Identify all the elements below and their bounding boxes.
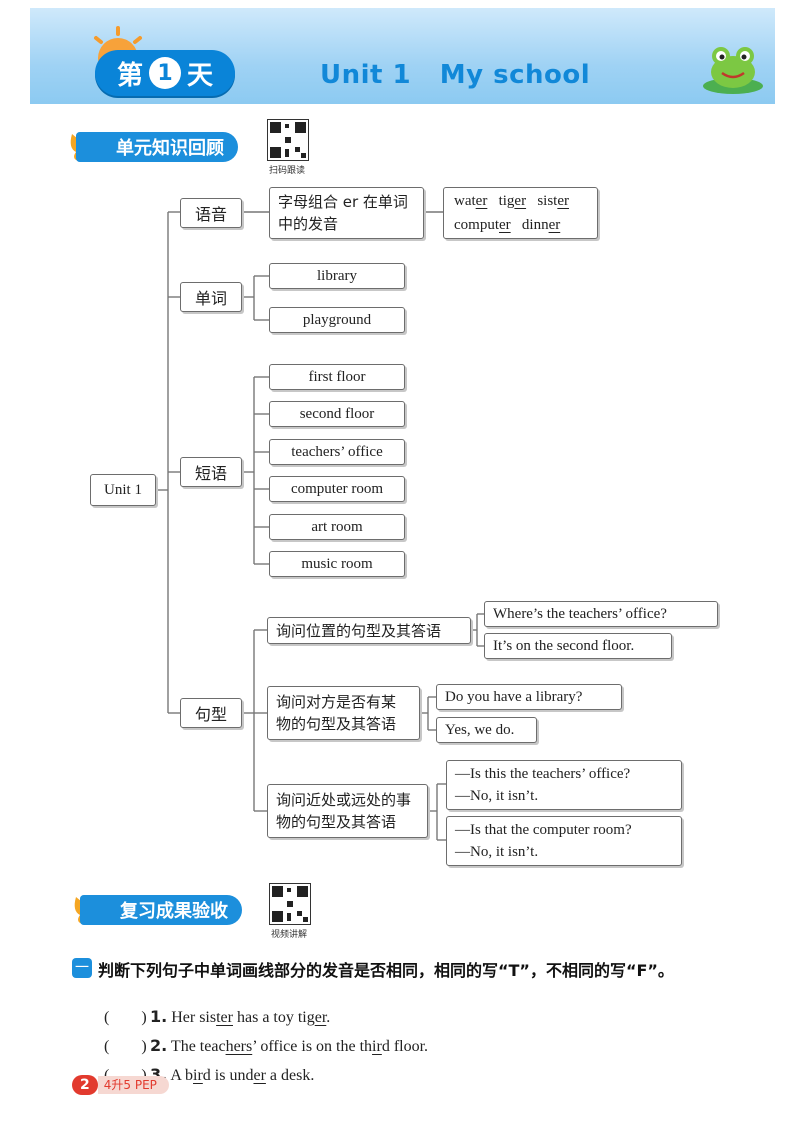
sentence-desc-this-that-line2: 物的句型及其答语 xyxy=(276,813,397,831)
pronunciation-desc: 字母组合 er 在单词 中的发音 xyxy=(269,187,424,239)
category-phrases-label: 短语 xyxy=(194,464,227,483)
sentence-desc-this-that: 询问近处或远处的事 物的句型及其答语 xyxy=(267,784,428,838)
sentence-box: Do you have a library? xyxy=(436,684,622,710)
sentence-do-you-have: Do you have a library? xyxy=(445,688,583,705)
question-3: ( )3. A bird is under a desk. xyxy=(96,1043,314,1085)
page-title: Unit 1 My school xyxy=(320,60,591,90)
phrase-second-floor: second floor xyxy=(299,405,375,422)
category-pronunciation: 语音 xyxy=(180,198,242,228)
sentence-where-office: Where’s the teachers’ office? xyxy=(493,605,667,622)
section-review-header: 单元知识回顾 xyxy=(76,132,238,162)
page-number: 2 xyxy=(72,1075,98,1095)
phrase-box: teachers’ office xyxy=(269,439,405,465)
pronunciation-examples: water tiger sister computer dinner xyxy=(443,187,598,239)
question-1: ( )1. Her sister has a toy tiger. xyxy=(96,985,330,1027)
sentence-desc-this-that-line1: 询问近处或远处的事 xyxy=(276,791,412,809)
qr-caption-video: 视频讲解 xyxy=(270,930,307,940)
day-number: 1 xyxy=(149,57,181,89)
category-words-label: 单词 xyxy=(194,289,227,308)
frog-icon xyxy=(703,47,763,94)
exercise-number-badge: 一 xyxy=(72,958,92,978)
phrase-art-room: art room xyxy=(311,518,363,535)
category-sentences: 句型 xyxy=(180,698,242,728)
pronunciation-examples-row1: water tiger sister xyxy=(454,193,569,209)
sentence-desc-possession-line2: 物的句型及其答语 xyxy=(276,715,397,733)
page-footer: 2 4升5 PEP xyxy=(72,1075,169,1095)
mindmap-root: Unit 1 xyxy=(90,474,156,506)
sentence-box: —Is this the teachers’ office? —No, it i… xyxy=(446,760,682,810)
phrase-box: music room xyxy=(269,551,405,577)
phrase-computer-room: computer room xyxy=(290,480,384,497)
sentence-box: —Is that the computer room? —No, it isn’… xyxy=(446,816,682,866)
pronunciation-desc-line1: 字母组合 er 在单词 xyxy=(278,193,408,211)
phrase-box: art room xyxy=(269,514,405,540)
answer-blank[interactable]: ( ) xyxy=(104,1061,150,1085)
phrase-box: first floor xyxy=(269,364,405,390)
section-review-title: 单元知识回顾 xyxy=(116,138,224,159)
word-box: library xyxy=(269,263,405,289)
sentence-yes-we-do: Yes, we do. xyxy=(445,721,515,738)
phrase-box: second floor xyxy=(269,401,405,427)
answer-blank[interactable]: ( ) xyxy=(104,1038,147,1055)
footer-label: 4升5 PEP xyxy=(97,1076,169,1094)
word-box: playground xyxy=(269,307,405,333)
day-prefix: 第 xyxy=(116,60,143,91)
day-badge: 第 1 天 xyxy=(95,50,235,96)
sentence-no-it-isnt: —No, it isn’t. xyxy=(455,788,539,804)
word-library: library xyxy=(317,267,357,284)
sentence-desc-location: 询问位置的句型及其答语 xyxy=(267,617,471,644)
sentence-box: It’s on the second floor. xyxy=(484,633,672,659)
pronunciation-desc-line2: 中的发音 xyxy=(278,215,339,233)
phrase-box: computer room xyxy=(269,476,405,502)
sentence-box: Yes, we do. xyxy=(436,717,537,743)
category-phrases: 短语 xyxy=(180,457,242,487)
pronunciation-examples-row2: computer dinner xyxy=(454,217,561,233)
sentence-is-that-computer-room: —Is that the computer room? xyxy=(455,822,632,838)
sentence-box: Where’s the teachers’ office? xyxy=(484,601,718,627)
day-suffix: 天 xyxy=(187,60,214,91)
sentence-no-it-isnt: —No, it isn’t. xyxy=(455,844,539,860)
phrase-teachers-office: teachers’ office xyxy=(291,443,383,460)
section-check-title: 复习成果验收 xyxy=(120,901,228,922)
exercise-instruction: 判断下列句子中单词画线部分的发音是否相同，相同的写“T”，不相同的写“F”。 xyxy=(98,961,674,980)
qr-code-icon[interactable] xyxy=(269,883,311,925)
root-label: Unit 1 xyxy=(104,481,142,498)
phrase-music-room: music room xyxy=(301,555,373,572)
word-playground: playground xyxy=(302,311,372,328)
qr-caption-follow-read: 扫码跟读 xyxy=(268,166,305,176)
sentence-second-floor: It’s on the second floor. xyxy=(493,637,635,654)
section-check-header: 复习成果验收 xyxy=(80,895,242,925)
phrase-first-floor: first floor xyxy=(308,368,366,385)
answer-blank[interactable]: ( ) xyxy=(104,1009,147,1026)
category-pronunciation-label: 语音 xyxy=(194,205,227,224)
sentence-is-this-office: —Is this the teachers’ office? xyxy=(455,766,631,782)
question-2: ( )2. The teachers’ office is on the thi… xyxy=(96,1014,428,1056)
category-sentences-label: 句型 xyxy=(194,705,227,724)
sentence-desc-location-text: 询问位置的句型及其答语 xyxy=(276,621,442,640)
qr-code-icon[interactable] xyxy=(267,119,309,161)
sentence-desc-possession: 询问对方是否有某 物的句型及其答语 xyxy=(267,686,420,740)
category-words: 单词 xyxy=(180,282,242,312)
sentence-desc-possession-line1: 询问对方是否有某 xyxy=(276,693,397,711)
